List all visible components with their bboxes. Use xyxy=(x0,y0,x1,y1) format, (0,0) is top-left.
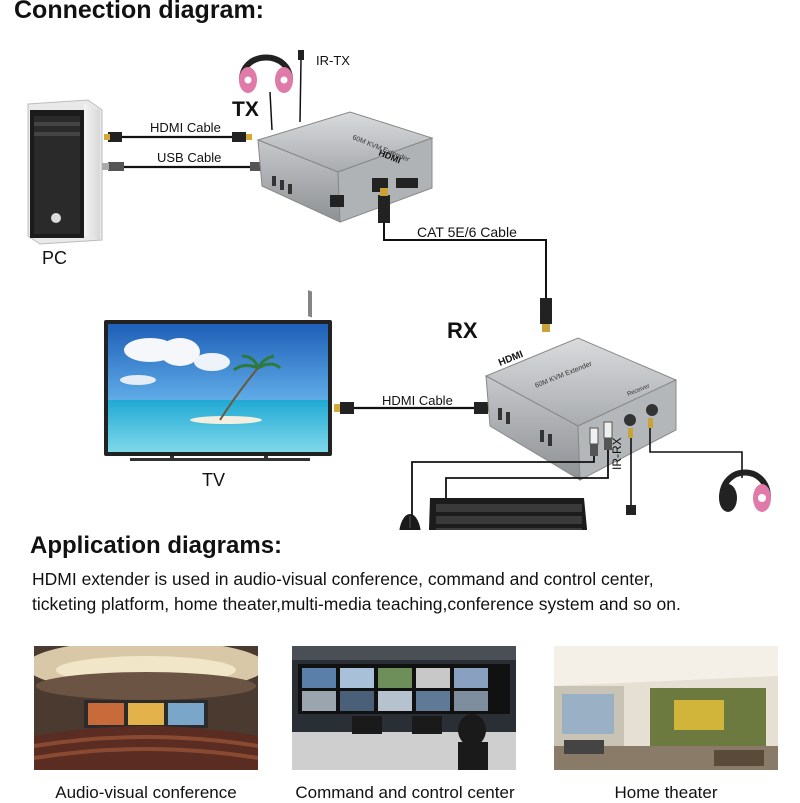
application-diagrams-title: Application diagrams: xyxy=(30,532,283,559)
connection-diagram: 60M KVM Extender HDMI xyxy=(27,50,771,530)
ir-tx-label: IR-TX xyxy=(316,53,350,68)
caption-audio-visual-conference: Audio-visual conference xyxy=(55,783,237,802)
pc-tower-icon xyxy=(27,99,103,245)
tv-icon xyxy=(104,320,332,461)
connection-diagram-title: Connection diagram: xyxy=(14,0,265,24)
headphones-rx-icon xyxy=(719,469,771,512)
hdmi-cable-rx-label: HDMI Cable xyxy=(382,393,453,408)
cat-cable-label: CAT 5E/6 Cable xyxy=(417,224,517,240)
ir-tx-sensor-icon xyxy=(298,50,304,123)
headphones-icon xyxy=(239,54,293,131)
home-theater-photo xyxy=(554,646,778,770)
mouse-icon xyxy=(399,514,421,530)
tx-label: TX xyxy=(232,98,259,121)
audio-visual-conference-photo xyxy=(34,646,258,770)
rx-peripheral-cables xyxy=(411,418,743,515)
caption-command-control-center: Command and control center xyxy=(295,783,515,802)
caption-home-theater: Home theater xyxy=(614,783,718,802)
usb-cable xyxy=(102,162,262,171)
description-line-2: ticketing platform, home theater,multi-m… xyxy=(32,594,681,614)
rx-extender-device xyxy=(484,337,678,481)
hdmi-cable-tx xyxy=(104,132,252,142)
usb-cable-label: USB Cable xyxy=(157,150,222,165)
cat-cable xyxy=(378,188,552,332)
rx-label: RX xyxy=(447,318,478,343)
tv-label: TV xyxy=(202,470,226,490)
command-control-center-photo xyxy=(292,646,516,770)
hdmi-cable-tx-label: HDMI Cable xyxy=(150,120,221,135)
pc-label: PC xyxy=(42,248,68,268)
tx-extender-device xyxy=(256,111,434,318)
keyboard-icon xyxy=(428,498,588,530)
ir-rx-label: IR-RX xyxy=(610,437,624,470)
description-line-1: HDMI extender is used in audio-visual co… xyxy=(32,569,654,589)
